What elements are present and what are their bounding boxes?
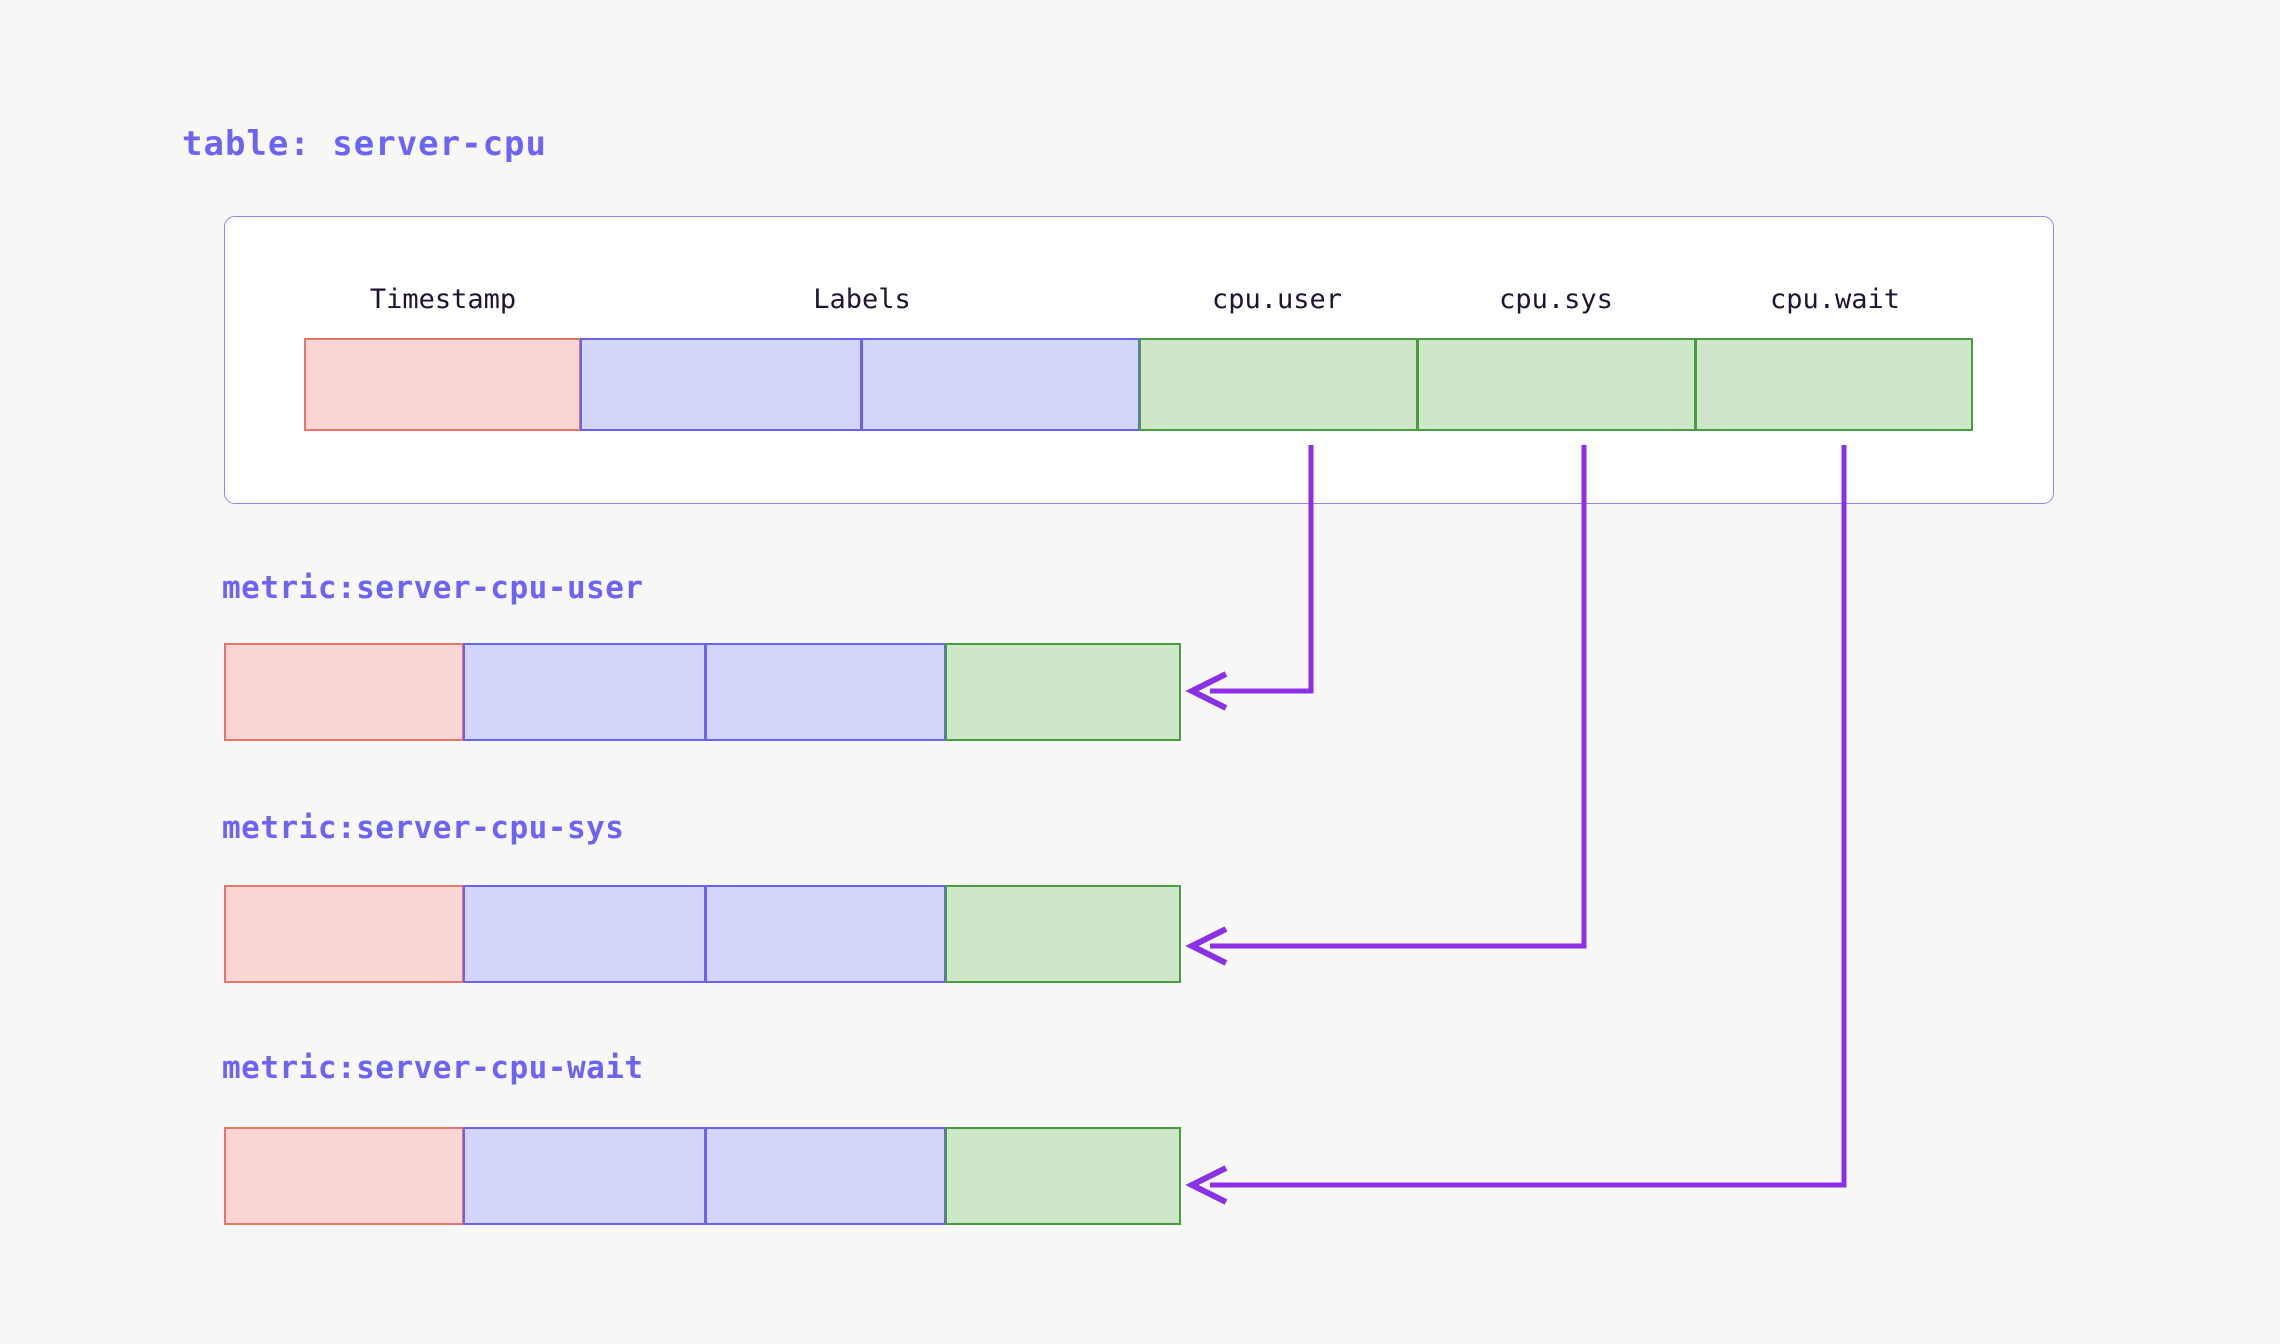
metric-label-2: metric:server-cpu-wait — [222, 1050, 644, 1086]
metric-label-1: metric:server-cpu-sys — [222, 810, 625, 846]
metric-1-cell-blue-1 — [463, 885, 706, 983]
table-cell-blue-2 — [861, 338, 1140, 431]
metric-1-cell-green-3 — [945, 885, 1181, 983]
column-header-value-3: cpu.sys — [1499, 284, 1613, 315]
metric-2-cell-pink-0 — [224, 1127, 464, 1225]
table-cell-pink-0 — [304, 338, 581, 431]
arrowhead-1 — [1185, 926, 1228, 966]
arrowhead-0 — [1185, 671, 1228, 711]
metric-0-cell-green-3 — [945, 643, 1181, 741]
column-header-value-2: cpu.user — [1211, 284, 1343, 315]
connector-1 — [1185, 445, 1587, 966]
table-cell-green-3 — [1139, 338, 1418, 431]
metric-2-cell-green-3 — [945, 1127, 1181, 1225]
metric-1-cell-pink-0 — [224, 885, 464, 983]
metric-1-cell-blue-2 — [705, 885, 946, 983]
metric-label-0: metric:server-cpu-user — [222, 570, 644, 606]
column-header-labels-1: Labels — [813, 284, 911, 315]
column-header-timestamp-0: Timestamp — [369, 284, 517, 315]
metric-0-cell-blue-2 — [705, 643, 946, 741]
table-cell-green-4 — [1417, 338, 1696, 431]
connector-2 — [1185, 445, 1847, 1205]
metric-2-cell-blue-2 — [705, 1127, 946, 1225]
metric-0-cell-blue-1 — [463, 643, 706, 741]
table-cell-green-5 — [1695, 338, 1973, 431]
metric-0-cell-pink-0 — [224, 643, 464, 741]
table-cell-blue-1 — [580, 338, 862, 431]
column-header-value-4: cpu.wait — [1769, 284, 1901, 315]
metric-2-cell-blue-1 — [463, 1127, 706, 1225]
arrowhead-2 — [1185, 1165, 1228, 1205]
table-title: table: server-cpu — [182, 124, 547, 164]
